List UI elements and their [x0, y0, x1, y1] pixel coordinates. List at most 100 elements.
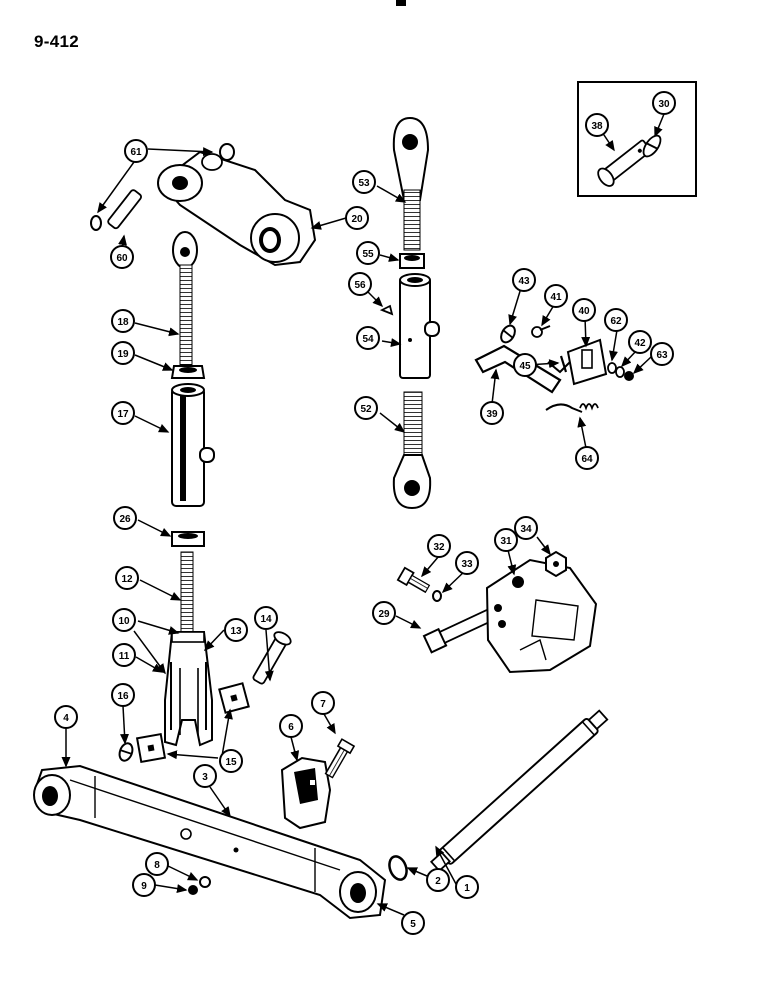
callout-20-label: 20 [351, 214, 363, 225]
page-number: 9-412 [34, 32, 79, 51]
callout-14-label: 14 [260, 614, 272, 625]
part-8-washer [199, 876, 211, 888]
leader-16 [120, 705, 130, 745]
callout-2-label: 2 [435, 876, 441, 887]
part-43-clip [500, 324, 516, 344]
leader-54 [381, 338, 402, 347]
leader-39 [490, 368, 500, 405]
leader-9 [154, 884, 188, 894]
callout-29: 29 [372, 601, 396, 625]
callout-5: 5 [401, 911, 425, 935]
callout-64: 64 [575, 446, 599, 470]
callout-61-label: 61 [130, 147, 142, 158]
callout-30: 30 [652, 91, 676, 115]
part-62-washer [607, 362, 617, 374]
leader-15a [221, 708, 233, 757]
part-61-washer-top [219, 143, 235, 161]
callout-52-label: 52 [360, 404, 372, 415]
leader-10a [137, 620, 180, 635]
callout-12: 12 [115, 566, 139, 590]
callout-29-label: 29 [378, 609, 390, 620]
part-55-nut [399, 253, 425, 269]
leader-55 [379, 253, 400, 262]
leader-lines [61, 113, 665, 916]
callout-33: 33 [455, 551, 479, 575]
part-52-rod-end [392, 391, 432, 510]
callout-31-label: 31 [500, 536, 512, 547]
part-6-bracket [280, 756, 332, 830]
callout-39-label: 39 [486, 409, 498, 420]
leader-13 [203, 629, 225, 652]
callout-62: 62 [604, 308, 628, 332]
callout-4: 4 [54, 705, 78, 729]
callout-34: 34 [514, 516, 538, 540]
leader-29 [395, 615, 422, 629]
part-38-pin [597, 139, 652, 187]
callout-32: 32 [427, 534, 451, 558]
callout-10: 10 [112, 608, 136, 632]
callout-60: 60 [110, 245, 134, 269]
part-2-washer [388, 855, 408, 881]
callout-9: 9 [132, 873, 156, 897]
callout-8: 8 [145, 852, 169, 876]
leader-5 [376, 903, 405, 916]
leader-32 [421, 555, 440, 578]
leader-7 [323, 713, 336, 735]
callout-61: 61 [124, 139, 148, 163]
callout-11-label: 11 [119, 651, 130, 662]
leader-17 [134, 415, 170, 433]
callout-17-label: 17 [117, 409, 129, 420]
callout-41: 41 [544, 284, 568, 308]
callout-55: 55 [356, 241, 380, 265]
leader-61a [147, 147, 214, 157]
leader-12 [139, 579, 182, 601]
callout-40-label: 40 [578, 306, 590, 317]
leader-52 [379, 412, 406, 433]
part-42-washer [615, 366, 625, 378]
leader-19 [134, 354, 174, 371]
callout-12-label: 12 [121, 574, 133, 585]
callout-3-label: 3 [202, 772, 208, 783]
callout-64-label: 64 [581, 454, 593, 465]
leader-62 [609, 329, 618, 362]
callout-38-label: 38 [591, 121, 603, 132]
leader-6 [290, 736, 300, 762]
part-3-lower-link [33, 764, 387, 920]
callout-31: 31 [494, 528, 518, 552]
callout-54-label: 54 [362, 334, 374, 345]
callout-11: 11 [112, 643, 136, 667]
leader-34 [536, 536, 551, 556]
callout-43-label: 43 [518, 276, 530, 287]
leader-11 [135, 656, 164, 673]
callout-14: 14 [254, 606, 278, 630]
callout-34-label: 34 [520, 524, 532, 535]
callout-56: 56 [348, 272, 372, 296]
part-1-cross-shaft [429, 709, 609, 873]
leader-14 [264, 629, 274, 682]
part-60-pin [107, 189, 142, 230]
callout-62-label: 62 [610, 316, 622, 327]
part-7-bolt [324, 738, 356, 779]
callout-53: 53 [352, 170, 376, 194]
top-edge-mark [396, 0, 406, 6]
leader-2 [406, 867, 428, 877]
callout-17: 17 [111, 401, 135, 425]
leader-18 [134, 322, 180, 337]
leader-30 [654, 113, 665, 138]
leader-43 [508, 287, 522, 326]
callout-63-label: 63 [656, 350, 668, 361]
leader-64 [577, 416, 587, 449]
part-12-rod [180, 551, 194, 633]
part-45-pin [559, 355, 568, 373]
part-11-clevis [164, 631, 213, 747]
part-63-nut [624, 371, 634, 381]
leader-26 [137, 519, 172, 537]
callout-7: 7 [311, 691, 335, 715]
callout-8-label: 8 [154, 860, 160, 871]
leader-3 [209, 786, 231, 818]
callout-45-label: 45 [519, 361, 531, 372]
part-19-nut [170, 365, 206, 379]
callout-52: 52 [354, 396, 378, 420]
callout-6-label: 6 [288, 722, 294, 733]
